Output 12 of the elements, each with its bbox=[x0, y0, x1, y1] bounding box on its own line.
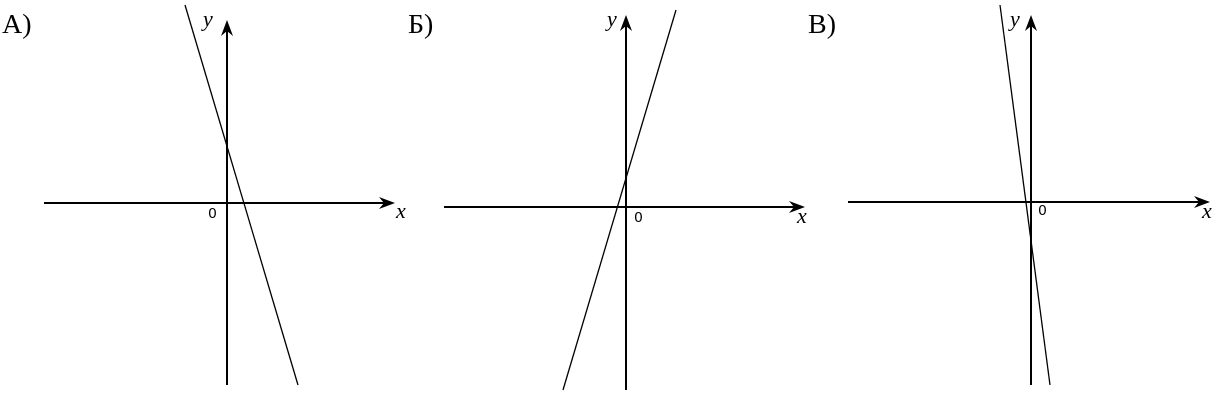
axis-label: x bbox=[797, 205, 807, 227]
axis-label: y bbox=[607, 8, 617, 30]
origin-label: 0 bbox=[634, 210, 643, 224]
axis-label: y bbox=[1010, 8, 1020, 30]
axis-label: x bbox=[1202, 200, 1212, 222]
axis-label: x bbox=[396, 200, 406, 222]
origin-label: 0 bbox=[208, 206, 217, 220]
axis-label: y bbox=[203, 8, 213, 30]
origin-label: 0 bbox=[1038, 203, 1047, 217]
panel-label: А) bbox=[2, 10, 32, 38]
panel-label: В) bbox=[808, 10, 836, 38]
panel-label: Б) bbox=[408, 10, 434, 38]
